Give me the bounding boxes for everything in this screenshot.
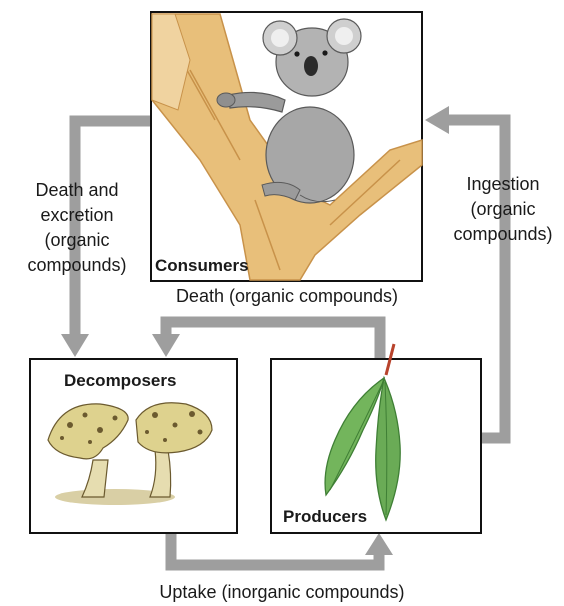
- label-death-excretion-line-3: (organic: [44, 230, 109, 250]
- consumers-box: Consumers: [151, 12, 422, 281]
- arrowhead-death-excretion: [61, 334, 89, 357]
- label-ingestion-line-3: compounds): [453, 224, 552, 244]
- label-uptake: Uptake (inorganic compounds): [159, 582, 404, 602]
- label-ingestion-line-2: (organic: [470, 199, 535, 219]
- label-death-excretion-line-4: compounds): [27, 255, 126, 275]
- arrowhead-uptake: [365, 533, 393, 555]
- producers-title: Producers: [283, 507, 367, 526]
- arrowhead-death: [152, 334, 180, 357]
- label-death: Death (organic compounds): [176, 286, 398, 306]
- producers-box: Producers: [271, 344, 481, 533]
- label-ingestion: Ingestion (organic compounds): [453, 174, 552, 244]
- consumers-title: Consumers: [155, 256, 249, 275]
- arrow-uptake: [171, 533, 379, 565]
- label-death-excretion-line-2: excretion: [40, 205, 113, 225]
- label-death-excretion-line-1: Death and: [35, 180, 118, 200]
- decomposers-title: Decomposers: [64, 371, 176, 390]
- decomposers-box: Decomposers: [30, 359, 237, 533]
- arrow-death: [166, 322, 380, 358]
- label-ingestion-line-1: Ingestion: [466, 174, 539, 194]
- arrowhead-ingestion: [425, 106, 449, 134]
